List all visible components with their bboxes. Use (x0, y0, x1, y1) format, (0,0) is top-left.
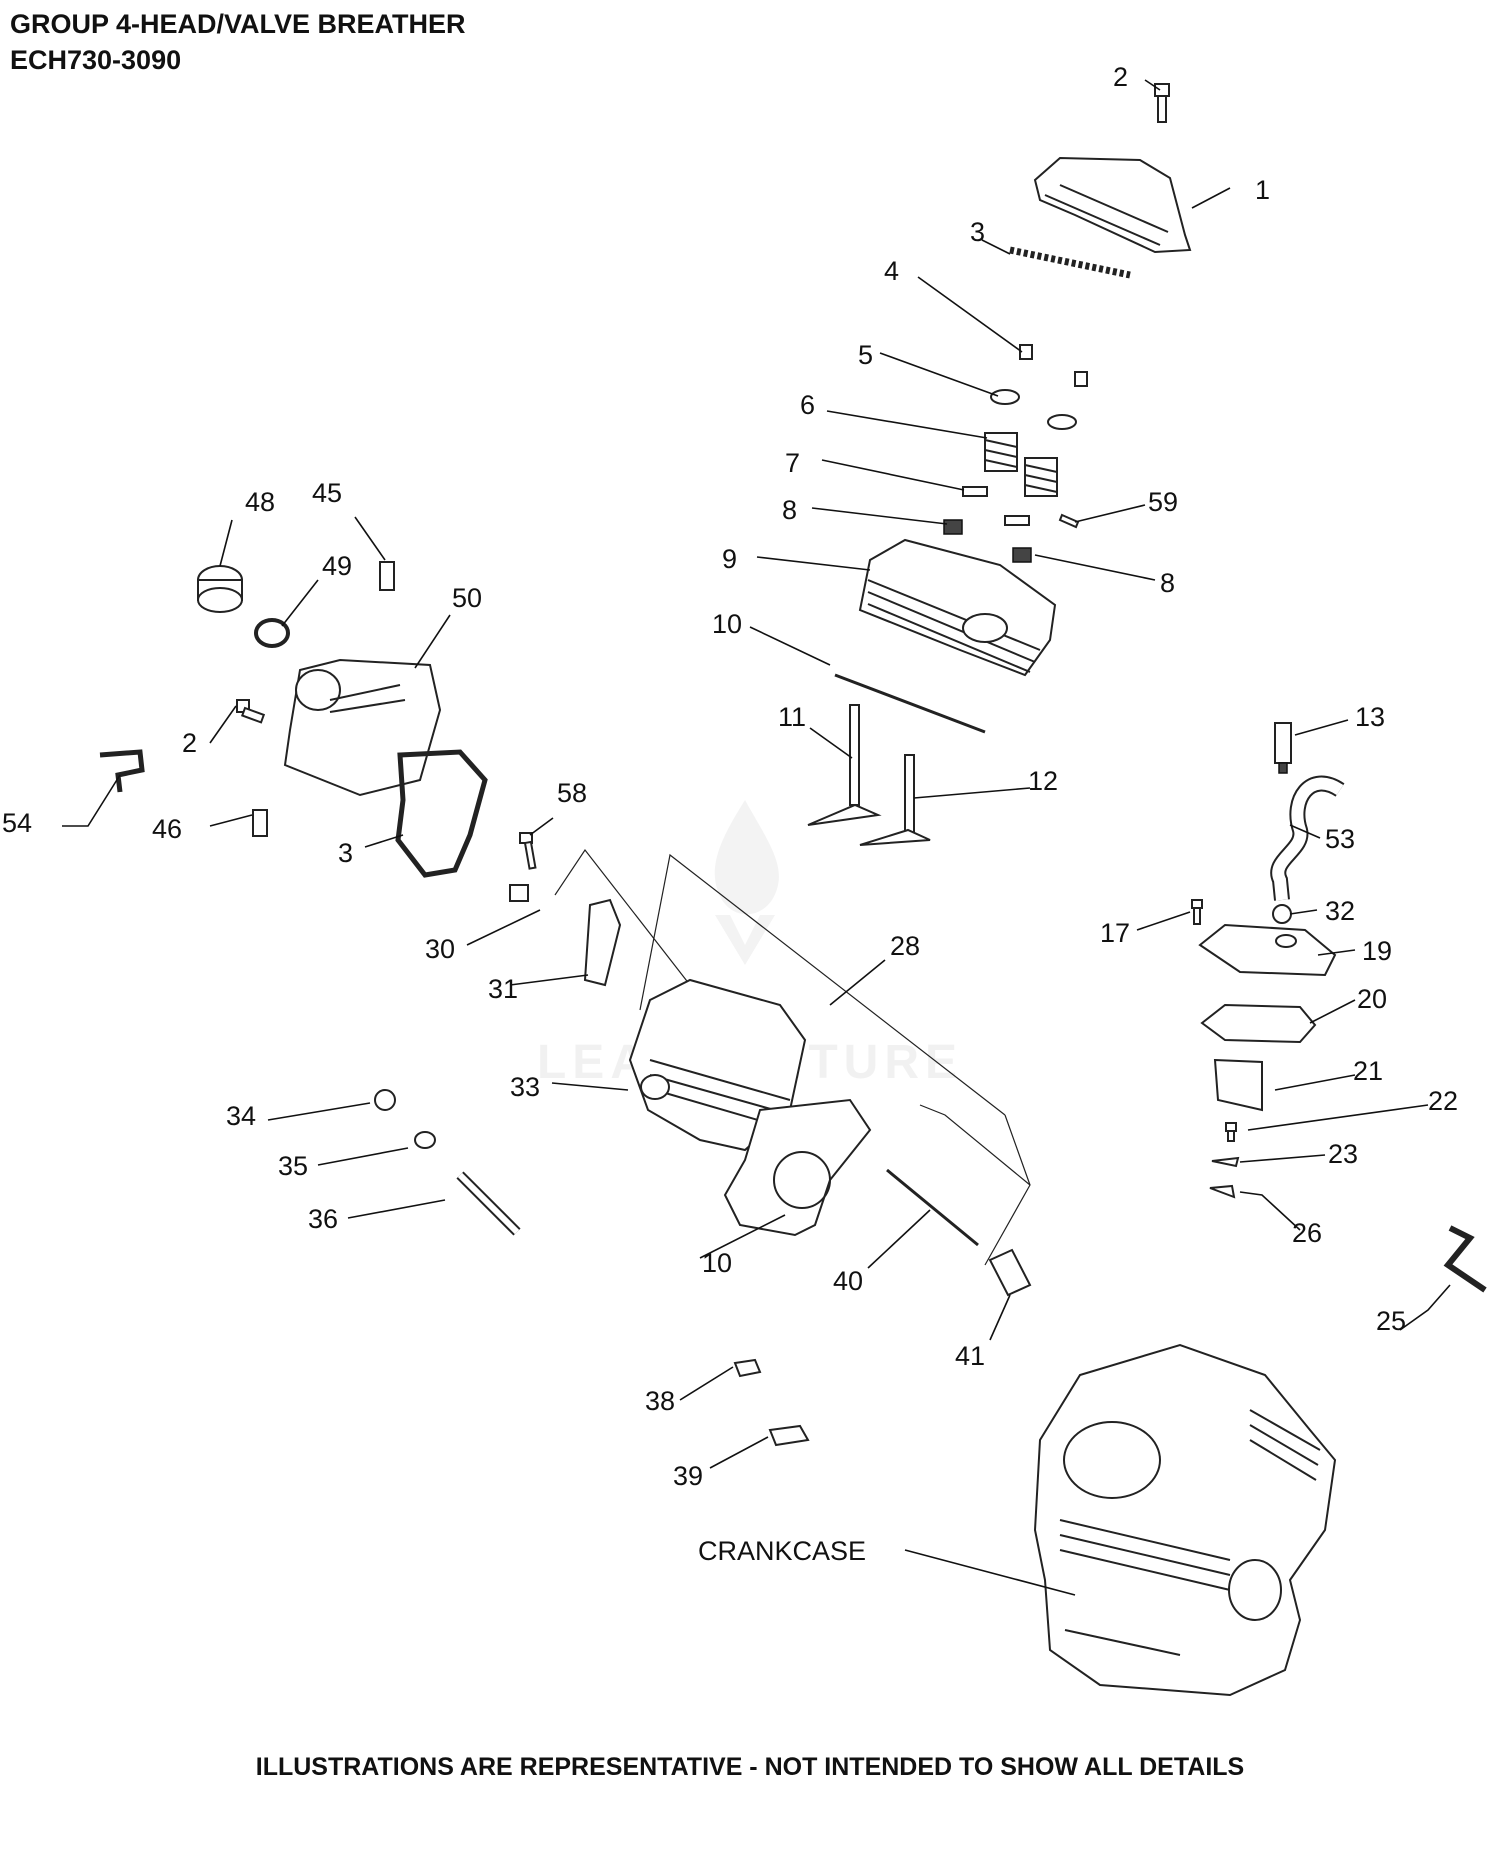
valve-caps-part-8 (943, 519, 1032, 563)
callout-49: 49 (322, 551, 352, 581)
callout-50: 50 (452, 583, 482, 613)
grommet-part-46 (252, 809, 268, 837)
breather-cover-part-19 (1198, 923, 1337, 977)
callout-25: 25 (1376, 1306, 1406, 1336)
callout-58: 58 (557, 778, 587, 808)
spring-retainers-part-5 (990, 389, 1077, 430)
callout-10-lower: 10 (702, 1248, 732, 1278)
bracket-part-54 (99, 749, 145, 793)
callout-10-upper: 10 (712, 609, 742, 639)
callout-54: 54 (2, 808, 32, 838)
clamp-part-32 (1272, 904, 1292, 924)
oil-fill-cap-part-48 (197, 565, 243, 613)
callout-2-left: 2 (182, 728, 197, 758)
bolt-part-17 (1191, 899, 1203, 925)
callout-41: 41 (955, 1341, 985, 1371)
callout-20: 20 (1357, 984, 1387, 1014)
bracket-part-25 (1443, 1225, 1487, 1293)
callout-2-top: 2 (1113, 62, 1128, 92)
fitting-part-45 (379, 561, 395, 591)
diagram-title: GROUP 4-HEAD/VALVE BREATHER (10, 9, 466, 39)
temperature-sensor-part-13 (1274, 722, 1292, 774)
valve-seals-part-7 (962, 486, 1030, 526)
callout-28: 28 (890, 931, 920, 961)
callout-53: 53 (1325, 824, 1355, 854)
valve-cover-part-1 (1033, 156, 1192, 254)
valve-cover-part-50 (283, 658, 442, 797)
footer-disclaimer: ILLUSTRATIONS ARE REPRESENTATIVE - NOT I… (255, 1753, 1245, 1781)
callout-23: 23 (1328, 1139, 1358, 1169)
o-ring-part-49 (254, 618, 290, 648)
rocker-part-59 (1058, 513, 1080, 529)
callout-30: 30 (425, 934, 455, 964)
callout-40: 40 (833, 1266, 863, 1296)
screw-part-22 (1225, 1122, 1237, 1142)
callout-59: 59 (1148, 487, 1178, 517)
stud-part-36 (456, 1171, 521, 1236)
callout-11: 11 (778, 702, 806, 732)
assembly-frames (554, 848, 1031, 1266)
crankcase-part (1033, 1343, 1337, 1697)
reed-stop-part-26 (1209, 1184, 1236, 1199)
intake-valve-part-11 (807, 704, 882, 826)
callout-48: 48 (245, 487, 275, 517)
callout-21: 21 (1353, 1056, 1383, 1086)
callout-1: 1 (1255, 175, 1270, 205)
cover-gasket-part-3-left (395, 749, 488, 878)
callout-34: 34 (226, 1101, 256, 1131)
push-rod-part-40 (886, 1168, 979, 1247)
cylinder-head-part-9 (858, 538, 1057, 677)
guide-part-41 (988, 1248, 1032, 1297)
callout-7: 7 (785, 448, 800, 478)
valve-springs-part-6 (984, 432, 1058, 497)
screw-part-58 (519, 832, 537, 870)
reed-part-23 (1211, 1156, 1240, 1168)
callout-33: 33 (510, 1072, 540, 1102)
callout-8-right: 8 (1160, 568, 1175, 598)
crankcase-label: CRANKCASE (698, 1536, 866, 1566)
callout-31: 31 (488, 974, 518, 1004)
head-gasket-part-10-upper (834, 673, 986, 734)
callout-46: 46 (152, 814, 182, 844)
callout-26: 26 (1292, 1218, 1322, 1248)
valve-keepers-part-4 (1019, 344, 1088, 387)
pivot-part-30 (509, 884, 529, 902)
callout-6: 6 (800, 390, 815, 420)
callout-38: 38 (645, 1386, 675, 1416)
leader-lines (62, 79, 1451, 1596)
title-block: GROUP 4-HEAD/VALVE BREATHER ECH730-3090 (10, 6, 466, 78)
callout-35: 35 (278, 1151, 308, 1181)
callout-17: 17 (1100, 918, 1130, 948)
callout-4: 4 (884, 256, 899, 286)
breather-gasket-part-20 (1200, 1003, 1317, 1044)
callout-39: 39 (673, 1461, 703, 1491)
bolt-part-2-left (236, 699, 266, 724)
callout-labels: 1 2 3 4 5 6 7 8 8 9 10 10 11 12 13 17 19… (2, 62, 1458, 1566)
callout-13: 13 (1355, 702, 1385, 732)
exhaust-valve-part-12 (859, 754, 931, 846)
gasket-part-38 (733, 1358, 762, 1378)
nut-part-34 (374, 1089, 396, 1111)
callout-45: 45 (312, 478, 342, 508)
model-number: ECH730-3090 (10, 45, 182, 75)
head-gasket-part-10-lower (723, 1098, 872, 1237)
callout-12: 12 (1028, 766, 1058, 796)
callout-8-left: 8 (782, 495, 797, 525)
callout-9: 9 (722, 544, 737, 574)
callout-3-left: 3 (338, 838, 353, 868)
plate-part-39 (768, 1424, 810, 1447)
breather-filter-part-21 (1213, 1058, 1263, 1112)
callout-3-top: 3 (970, 217, 985, 247)
callout-5: 5 (858, 340, 873, 370)
callout-36: 36 (308, 1204, 338, 1234)
rocker-arm-part-31 (583, 898, 622, 987)
washer-part-35 (414, 1131, 436, 1149)
callout-19: 19 (1362, 936, 1392, 966)
bolt-part-2-top (1154, 83, 1170, 123)
callout-22: 22 (1428, 1086, 1458, 1116)
callout-32: 32 (1325, 896, 1355, 926)
gasket-part-3-top (1009, 246, 1131, 279)
